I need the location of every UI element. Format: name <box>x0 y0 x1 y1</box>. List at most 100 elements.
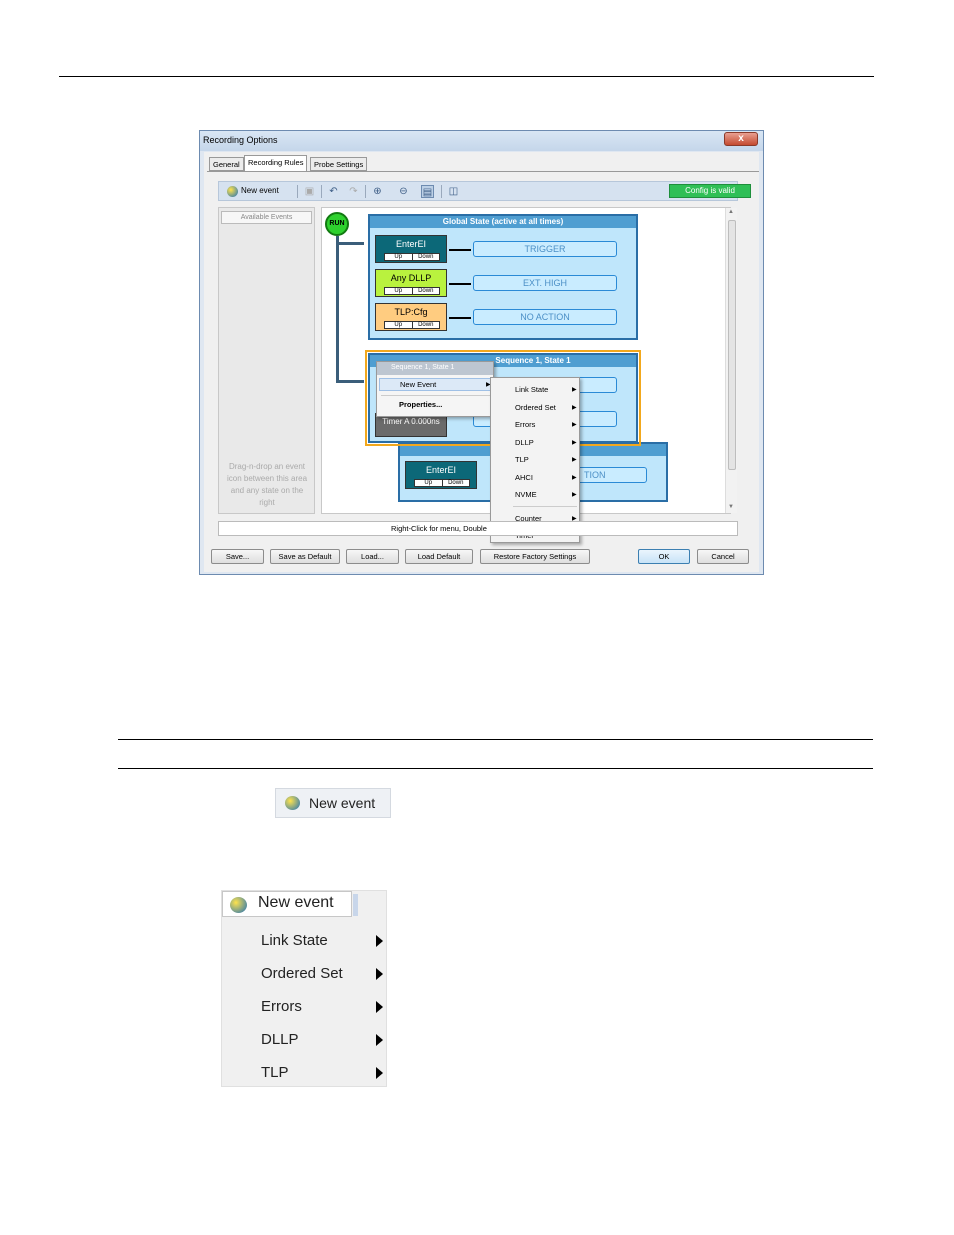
submenu-item-tlp[interactable]: TLP <box>515 455 529 464</box>
tab-recording-rules[interactable]: Recording Rules <box>244 155 308 172</box>
down-option[interactable]: Down <box>418 322 434 328</box>
window-title: Recording Options <box>200 131 763 151</box>
up-option[interactable]: Up <box>415 480 443 486</box>
run-node[interactable]: RUN <box>325 212 349 236</box>
down-option[interactable]: Down <box>418 254 434 260</box>
scroll-down-icon[interactable]: ▼ <box>728 504 734 510</box>
save-as-default-button[interactable]: Save as Default <box>270 549 340 564</box>
toolbar-separator <box>365 185 366 198</box>
context-menu: Sequence 1, State 1 New Event ▶ Properti… <box>376 361 494 417</box>
new-event-icon <box>285 796 300 810</box>
action-no-action[interactable]: NO ACTION <box>473 309 617 325</box>
chevron-right-icon: ▶ <box>572 475 577 481</box>
toolbar-separator <box>297 185 298 198</box>
window-client: General Recording Rules Probe Settings N… <box>204 152 759 572</box>
delete-icon[interactable]: ▣ <box>304 186 315 197</box>
tab-probe-settings[interactable]: Probe Settings <box>310 157 368 171</box>
available-events-panel[interactable]: Available Events Drag-n-drop an event ic… <box>218 207 315 514</box>
event-tlp-cfg[interactable]: TLP:Cfg Up Down <box>375 303 447 331</box>
new-event-label: New event <box>258 894 334 911</box>
global-state-box[interactable]: Global State (active at all times) Enter… <box>368 214 638 340</box>
chevron-right-icon: ▶ <box>572 405 577 411</box>
zoom-out-icon[interactable]: ⊖ <box>399 186 408 197</box>
close-button[interactable]: x <box>724 132 758 146</box>
up-down-selector[interactable]: Up Down <box>384 287 440 295</box>
submenu-item-ahci[interactable]: AHCI <box>515 473 533 482</box>
down-option[interactable]: Down <box>448 480 464 486</box>
fit-view-icon[interactable]: ▤ <box>421 185 434 198</box>
scroll-thumb[interactable] <box>728 220 736 470</box>
connector-line <box>336 242 364 245</box>
menu-item-label: New Event <box>400 380 437 389</box>
submenu-arrow-icon: ▶ <box>486 382 491 388</box>
menu-item-new-event[interactable]: New Event ▶ <box>379 378 491 391</box>
new-event-submenu: Link State ▶ Ordered Set ▶ Errors ▶ DLLP… <box>490 377 580 543</box>
menu-item-dllp[interactable]: DLLP <box>261 1031 299 1048</box>
top-rule <box>59 76 874 77</box>
submenu-item-dllp[interactable]: DLLP <box>515 438 534 447</box>
menu-item-ordered-set[interactable]: Ordered Set <box>261 965 343 982</box>
submenu-item-nvme[interactable]: NVME <box>515 490 537 499</box>
menu-highlight-bar <box>353 894 358 916</box>
event-label: TLP:Cfg <box>394 307 428 317</box>
menu-item-errors[interactable]: Errors <box>261 998 302 1015</box>
menu-separator <box>381 395 491 396</box>
cancel-button[interactable]: Cancel <box>697 549 749 564</box>
chevron-right-icon: ▶ <box>572 492 577 498</box>
new-event-icon <box>227 186 238 197</box>
zoom-in-icon[interactable]: ⊕ <box>373 186 382 197</box>
event-label: EnterEI <box>425 465 456 475</box>
up-down-selector[interactable]: Up Down <box>384 321 440 329</box>
menu-item-link-state[interactable]: Link State <box>261 932 328 949</box>
status-text: Right-Click for menu, Double <box>391 524 487 533</box>
up-down-selector[interactable]: Up Down <box>384 253 440 261</box>
save-button[interactable]: Save... <box>211 549 264 564</box>
up-option[interactable]: Up <box>385 254 413 260</box>
down-option[interactable]: Down <box>418 288 434 294</box>
menu-item-tlp[interactable]: TLP <box>261 1064 289 1081</box>
ok-button[interactable]: OK <box>638 549 690 564</box>
connector-line <box>336 380 364 383</box>
action-ext-high[interactable]: EXT. HIGH <box>473 275 617 291</box>
new-event-button-closeup[interactable]: New event <box>275 788 391 818</box>
load-default-button[interactable]: Load Default <box>405 549 473 564</box>
submenu-item-counter[interactable]: Counter <box>515 514 542 523</box>
chevron-right-icon: ▶ <box>572 387 577 393</box>
up-option[interactable]: Up <box>385 322 413 328</box>
tab-general[interactable]: General <box>209 157 244 171</box>
available-events-header: Available Events <box>221 211 312 224</box>
menu-item-properties[interactable]: Properties... <box>399 400 443 409</box>
event-arrow <box>449 249 471 251</box>
tab-panel-border <box>207 171 759 172</box>
config-status-badge: Config is valid <box>669 184 751 198</box>
redo-icon[interactable]: ↷ <box>349 186 358 197</box>
action-trigger[interactable]: TRIGGER <box>473 241 617 257</box>
up-down-selector[interactable]: Up Down <box>414 479 470 487</box>
submenu-item-errors[interactable]: Errors <box>515 420 536 429</box>
load-button[interactable]: Load... <box>346 549 399 564</box>
event-arrow <box>449 317 471 319</box>
toolbar-separator <box>321 185 322 198</box>
chevron-right-icon <box>376 1034 383 1046</box>
up-option[interactable]: Up <box>385 288 413 294</box>
vertical-scrollbar[interactable]: ▲ ▼ <box>725 208 737 513</box>
event-enterei-2[interactable]: EnterEI Up Down <box>405 461 477 489</box>
submenu-item-link-state[interactable]: Link State <box>515 385 549 394</box>
export-icon[interactable]: ◫ <box>448 186 459 197</box>
event-label: EnterEI <box>395 239 426 249</box>
context-menu-header: Sequence 1, State 1 <box>377 362 493 375</box>
chevron-right-icon: ▶ <box>572 516 577 522</box>
event-enterei[interactable]: EnterEI Up Down <box>375 235 447 263</box>
submenu-item-ordered-set[interactable]: Ordered Set <box>515 403 556 412</box>
submenu-separator <box>513 506 577 507</box>
toolbar-separator <box>441 185 442 198</box>
new-event-label: New event <box>241 186 279 195</box>
restore-factory-settings-button[interactable]: Restore Factory Settings <box>480 549 590 564</box>
new-event-button[interactable]: New event <box>223 184 293 199</box>
chevron-right-icon <box>376 968 383 980</box>
scroll-up-icon[interactable]: ▲ <box>728 209 734 215</box>
drag-hint: Drag-n-drop an event icon between this a… <box>226 462 308 507</box>
undo-icon[interactable]: ↶ <box>329 186 338 197</box>
new-event-button[interactable]: New event <box>222 891 352 917</box>
